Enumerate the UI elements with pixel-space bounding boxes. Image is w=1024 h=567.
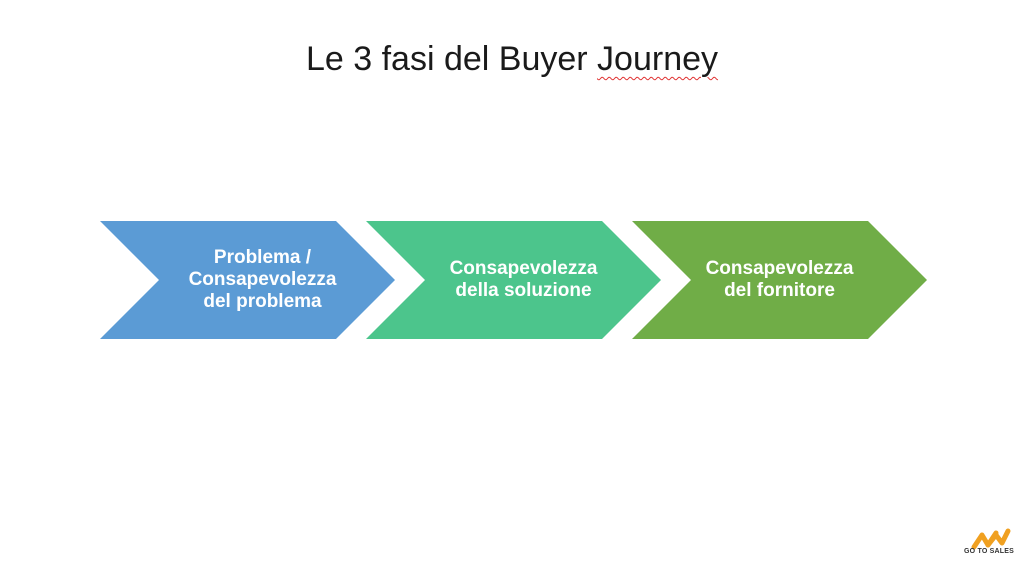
phase-1-fill	[100, 221, 395, 339]
phase-3-chevron: Consapevolezza del fornitore	[632, 221, 927, 339]
go-to-sales-logo-icon	[971, 528, 1011, 550]
phase-3-fill	[632, 221, 927, 339]
phase-2-shape	[366, 221, 661, 339]
phase-3-label: Consapevolezza del fornitore	[705, 258, 854, 301]
phase-2-fill	[366, 221, 661, 339]
logo-mark	[971, 528, 1011, 550]
slide-title: Le 3 fasi del Buyer Journey	[0, 40, 1024, 79]
title-misspelled-word: Journey	[597, 40, 719, 78]
phase-3-shape	[632, 221, 927, 339]
phase-2-label: Consapevolezza della soluzione	[449, 258, 598, 301]
logo-stroke-2	[985, 528, 1011, 548]
phase-1-chevron: Problema / Consapevolezza del problema	[100, 221, 395, 339]
brand-name: GO TO SALES	[964, 548, 1014, 555]
title-prefix: Le 3 fasi del Buyer	[305, 40, 598, 78]
phase-1-shape	[100, 221, 395, 339]
phase-2-chevron: Consapevolezza della soluzione	[366, 221, 661, 339]
phase-1-label: Problema / Consapevolezza del problema	[188, 247, 337, 312]
